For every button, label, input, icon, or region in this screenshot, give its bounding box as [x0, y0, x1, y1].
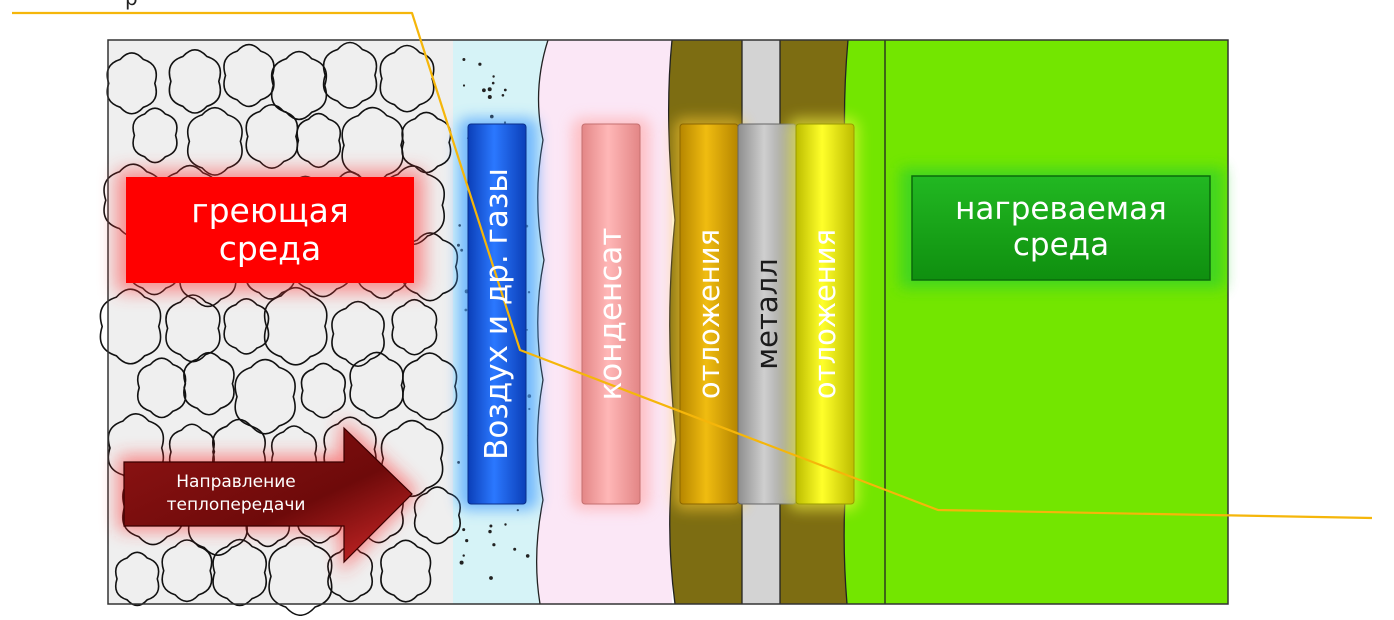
top-caption: р [125, 0, 138, 10]
gas-dot [504, 523, 507, 526]
gas-dot [503, 88, 507, 92]
gas-dot [465, 539, 469, 543]
heated-medium-box [911, 175, 1211, 281]
deposits-left-bar [679, 123, 739, 505]
metal-bar [737, 123, 797, 505]
gas-dot [482, 88, 486, 93]
gas-dot [488, 529, 492, 534]
smoke-blob [391, 298, 438, 356]
heated-medium-zone [844, 40, 1228, 604]
diagram-frame [107, 39, 1229, 605]
smoke-blob [270, 50, 328, 121]
smoke-blob [223, 298, 270, 355]
gas-dot [487, 95, 492, 99]
smoke-blob [268, 536, 333, 617]
gas-dot [525, 554, 530, 558]
gas-dot [492, 75, 495, 78]
smoke-blob [379, 44, 435, 113]
smoke-blob [245, 103, 299, 169]
gas-dot [491, 81, 495, 85]
smoke-blob [183, 351, 235, 416]
smoke-blob [186, 106, 243, 176]
temperature-profile-line [12, 11, 1373, 520]
heating-medium-box [126, 177, 414, 283]
smoke-blob [234, 358, 296, 435]
smoke-blob [296, 112, 342, 169]
smoke-blob [300, 362, 347, 419]
smoke-blob [401, 111, 452, 174]
smoke-blob [349, 351, 404, 419]
gas-dot [489, 524, 493, 528]
smoke-blob [136, 357, 187, 419]
smoke-blob [380, 539, 432, 603]
smoke-blob [161, 539, 213, 603]
smoke-blob [114, 551, 160, 607]
smoke-blob [413, 486, 461, 545]
gas-dot [462, 528, 466, 532]
gas-dot [478, 62, 482, 66]
smoke-blob [168, 49, 222, 114]
smoke-pattern [99, 41, 461, 617]
deposits-right-bar [795, 123, 855, 505]
smoke-blob [322, 41, 378, 109]
smoke-blob [165, 294, 221, 363]
gas-dot [489, 576, 493, 580]
smoke-blob [212, 538, 268, 607]
smoke-blob [99, 288, 162, 365]
gas-dot [459, 560, 464, 565]
smoke-blob [263, 286, 328, 366]
gas-dot [492, 543, 496, 547]
heat-direction-arrow-icon [123, 426, 413, 564]
condensate-bar [581, 123, 641, 505]
gas-dot [513, 547, 517, 551]
air-gases-bar [467, 123, 527, 505]
smoke-blob [331, 300, 385, 368]
gas-dot [462, 84, 466, 87]
gas-dot [501, 94, 505, 97]
smoke-blob [132, 107, 178, 164]
smoke-blob [402, 352, 458, 421]
smoke-blob [223, 43, 275, 108]
gas-dot [490, 114, 494, 119]
gas-dot [462, 58, 466, 61]
smoke-blob [380, 419, 444, 498]
gas-dot [487, 87, 492, 92]
gas-dot [462, 554, 465, 557]
